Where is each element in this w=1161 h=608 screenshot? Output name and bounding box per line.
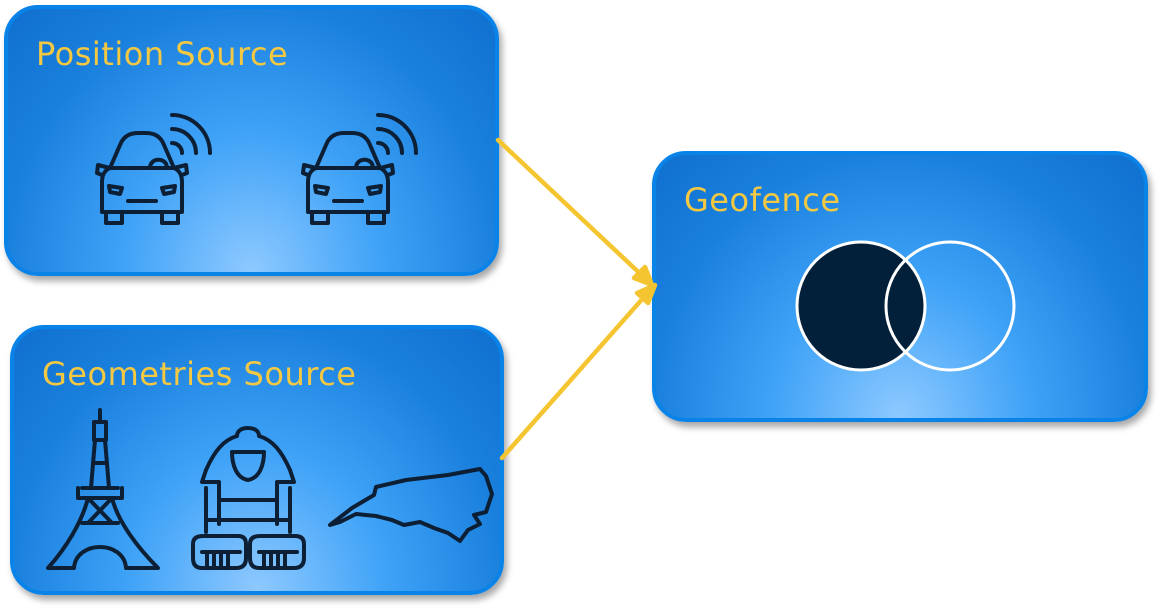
position-source-title: Position Source xyxy=(36,35,289,73)
position-source-node: Position Source xyxy=(4,5,499,276)
connector-arrows xyxy=(495,137,658,461)
geofence-title: Geofence xyxy=(684,181,841,219)
geofence-node: Geofence xyxy=(652,151,1148,422)
arrow-geometries-to-geofence xyxy=(499,285,655,461)
geometries-source-title: Geometries Source xyxy=(42,355,357,393)
arrow-position-to-geofence xyxy=(495,137,653,286)
arrowhead-icon xyxy=(631,264,655,288)
geometries-source-node: Geometries Source xyxy=(10,325,504,595)
